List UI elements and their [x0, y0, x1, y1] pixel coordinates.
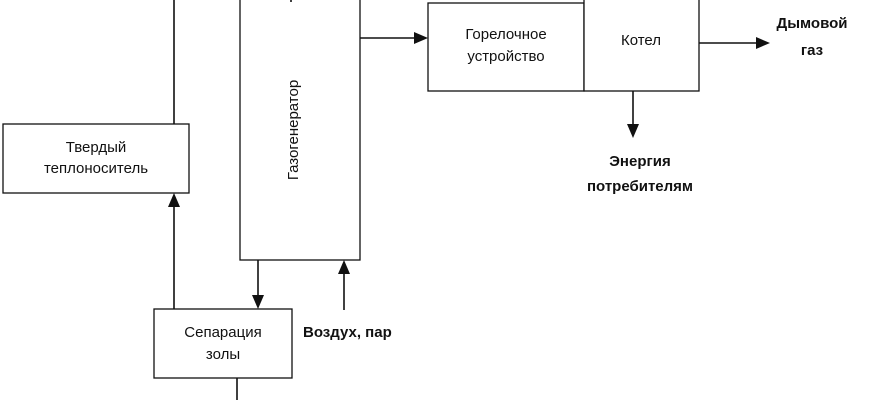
node-ash-separation-line1: Сепарация [184, 324, 261, 341]
node-gasifier: Газогенератор [239, 0, 361, 261]
node-ash-separation: Сепарация золы [153, 308, 293, 379]
node-gasifier-label: Газогенератор [285, 80, 302, 180]
node-solid-heat-carrier-line1: Твердый [66, 139, 127, 156]
node-burner-line2: устройство [467, 48, 544, 65]
arrow-boiler-to-flue-gas [699, 37, 770, 49]
label-air-steam: Воздух, пар [303, 324, 392, 341]
node-solid-heat-carrier: Твердый теплоноситель [2, 123, 190, 194]
arrow-boiler-to-energy [627, 91, 639, 138]
label-energy-line1: Энергия [609, 153, 670, 170]
label-flue-gas-line2: газ [801, 42, 823, 59]
node-boiler-label: Котел [621, 32, 661, 49]
node-boiler: Котел [583, 0, 700, 92]
node-ash-separation-line2: золы [206, 346, 240, 363]
node-solid-heat-carrier-line2: теплоноситель [44, 160, 148, 177]
node-burner: Горелочное устройство [427, 2, 585, 92]
arrow-gasifier-to-burner [360, 32, 428, 44]
arrow-air-steam-to-gasifier [338, 260, 350, 310]
arrow-gasifier-to-ash-separation [252, 260, 264, 309]
label-flue-gas-line1: Дымовой [777, 15, 848, 32]
label-energy-line2: потребителям [587, 178, 693, 195]
node-burner-line1: Горелочное [465, 26, 546, 43]
label-energy-to-consumers: Энергия потребителям [587, 153, 693, 195]
arrow-ash-separation-to-carrier [168, 193, 180, 309]
label-flue-gas: Дымовой газ [777, 15, 848, 59]
